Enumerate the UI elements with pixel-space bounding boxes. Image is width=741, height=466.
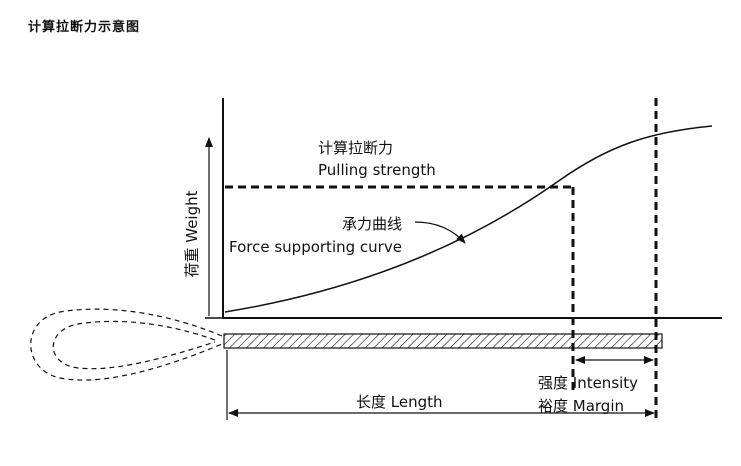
y-axis-label: 荷重 Weight xyxy=(183,190,201,277)
pulling-strength-label-cn: 计算拉断力 xyxy=(318,139,393,157)
rope-loop-inner xyxy=(52,320,216,370)
margin-label: 裕度 Margin xyxy=(538,397,624,415)
rope-loop xyxy=(30,308,223,381)
intensity-label: 强度 Intensity xyxy=(538,374,638,392)
curve-leader-arrow xyxy=(414,221,466,244)
page-title: 计算拉断力示意图 xyxy=(28,20,141,35)
curve-label-cn: 承力曲线 xyxy=(342,215,402,233)
rope-bar xyxy=(223,333,663,349)
curve-label-en: Force supporting curve xyxy=(229,238,402,256)
force-supporting-curve xyxy=(224,125,713,313)
pulling-strength-label-en: Pulling strength xyxy=(318,161,436,179)
length-label: 长度 Length xyxy=(356,393,443,411)
